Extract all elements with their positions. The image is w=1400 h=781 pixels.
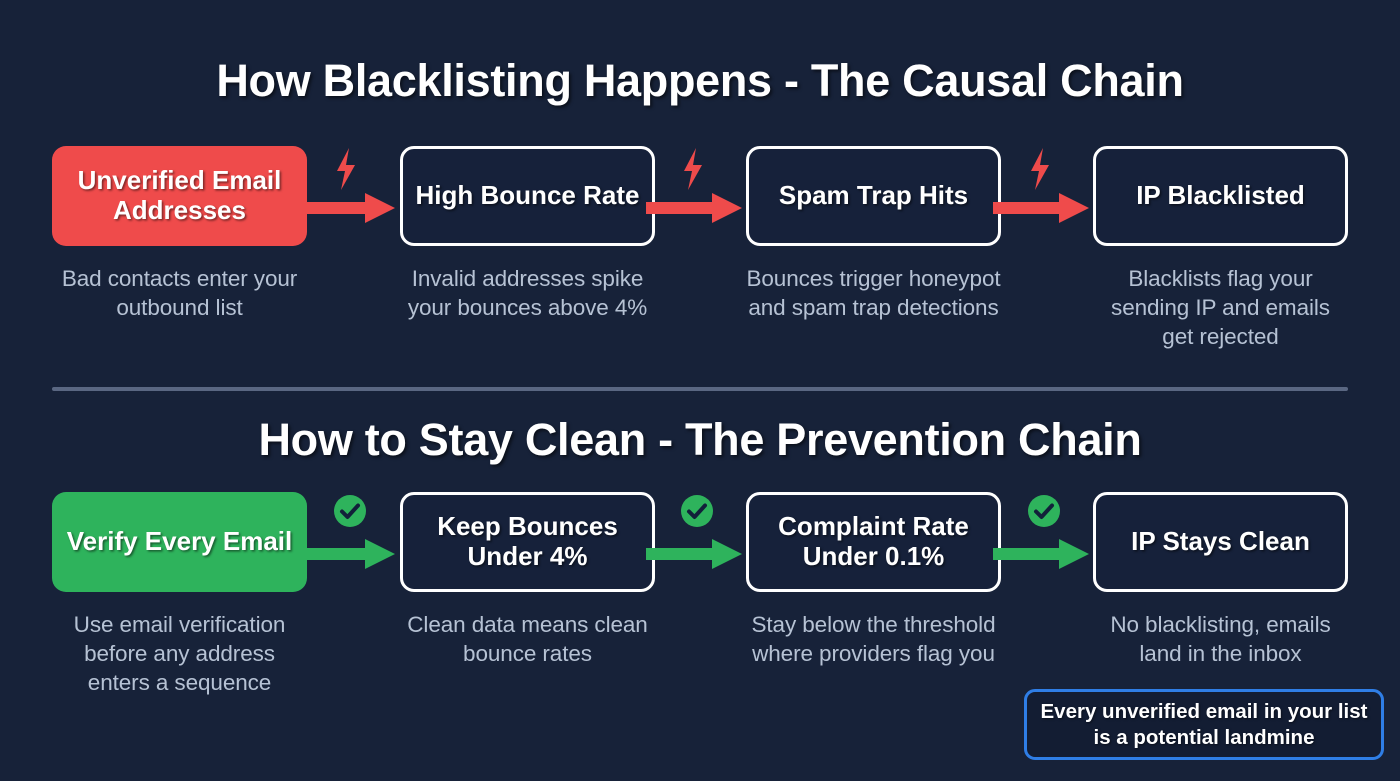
node-box: IP Blacklisted <box>1093 146 1348 246</box>
arrow-right-icon <box>993 190 1093 226</box>
arrow-right-icon <box>646 536 746 572</box>
node-box: High Bounce Rate <box>400 146 655 246</box>
chain-causal: Unverified Email Addresses Bad contacts … <box>0 146 1400 366</box>
section-title-causal: How Blacklisting Happens - The Causal Ch… <box>216 55 1184 106</box>
section-title-prevention: How to Stay Clean - The Prevention Chain <box>258 414 1142 465</box>
arrow-right-icon <box>646 190 746 226</box>
node-box: Verify Every Email <box>52 492 307 592</box>
section-divider <box>52 387 1348 391</box>
node-caption: No blacklisting, emails land in the inbo… <box>1110 612 1331 667</box>
chain-node-unverified-email-addresses[interactable]: Unverified Email Addresses Bad contacts … <box>52 146 307 322</box>
connector-prevention-1 <box>299 492 399 592</box>
node-caption: Blacklists flag your sending IP and emai… <box>1111 266 1330 350</box>
node-caption: Bounces trigger honeypot and spam trap d… <box>746 266 1001 321</box>
arrow-right-icon <box>299 536 399 572</box>
node-caption: Use email verification before any addres… <box>73 612 286 696</box>
chain-node-complaint-rate-under-0-1-percent[interactable]: Complaint Rate Under 0.1% Stay below the… <box>746 492 1001 668</box>
chain-node-spam-trap-hits[interactable]: Spam Trap Hits Bounces trigger honeypot … <box>746 146 1001 322</box>
lightning-bolt-icon <box>1027 148 1053 190</box>
node-box: Keep Bounces Under 4% <box>400 492 655 592</box>
chain-node-keep-bounces-under-4-percent[interactable]: Keep Bounces Under 4% Clean data means c… <box>400 492 655 668</box>
chain-prevention: Verify Every Email Use email verificatio… <box>0 492 1400 712</box>
chain-node-ip-stays-clean[interactable]: IP Stays Clean No blacklisting, emails l… <box>1093 492 1348 668</box>
callout-box: Every unverified email in your list is a… <box>1024 689 1384 760</box>
check-circle-icon <box>333 494 367 528</box>
arrow-right-icon <box>993 536 1093 572</box>
connector-causal-3 <box>993 146 1093 246</box>
connector-prevention-2 <box>646 492 746 592</box>
callout-text: Every unverified email in your list is a… <box>1040 699 1368 749</box>
chain-node-verify-every-email[interactable]: Verify Every Email Use email verificatio… <box>52 492 307 697</box>
chain-node-high-bounce-rate[interactable]: High Bounce Rate Invalid addresses spike… <box>400 146 655 322</box>
connector-causal-1 <box>299 146 399 246</box>
node-box: Complaint Rate Under 0.1% <box>746 492 1001 592</box>
node-box: Unverified Email Addresses <box>52 146 307 246</box>
arrow-right-icon <box>299 190 399 226</box>
node-caption: Stay below the threshold where providers… <box>751 612 996 667</box>
connector-causal-2 <box>646 146 746 246</box>
node-caption: Bad contacts enter your outbound list <box>61 266 298 321</box>
node-box: IP Stays Clean <box>1093 492 1348 592</box>
chain-node-ip-blacklisted[interactable]: IP Blacklisted Blacklists flag your send… <box>1093 146 1348 351</box>
node-caption: Clean data means clean bounce rates <box>407 612 648 667</box>
connector-prevention-3 <box>993 492 1093 592</box>
check-circle-icon <box>680 494 714 528</box>
node-caption: Invalid addresses spike your bounces abo… <box>407 266 648 321</box>
lightning-bolt-icon <box>333 148 359 190</box>
lightning-bolt-icon <box>680 148 706 190</box>
node-box: Spam Trap Hits <box>746 146 1001 246</box>
check-circle-icon <box>1027 494 1061 528</box>
